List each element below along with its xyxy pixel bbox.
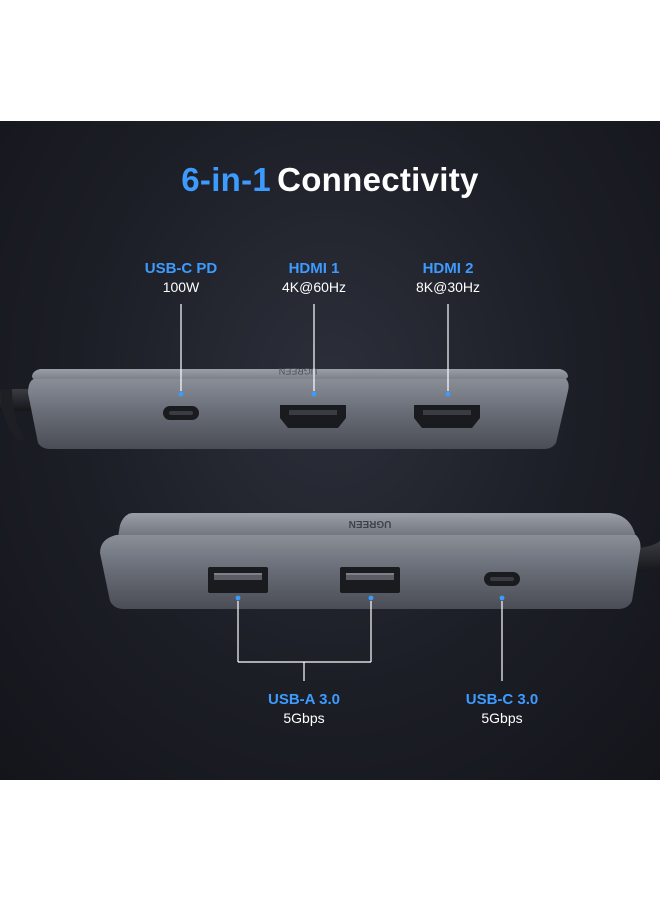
top-hub-brand: UGREEN — [279, 366, 318, 376]
hdmi-1-label: HDMI 1 4K@60Hz — [244, 260, 384, 296]
usb-a-name: USB-A 3.0 — [268, 691, 340, 708]
usb-c-3-spec: 5Gbps — [481, 710, 523, 726]
usb-a-spec: 5Gbps — [283, 710, 325, 726]
bottom-hub-brand: UGREEN — [349, 518, 392, 529]
title-main: Connectivity — [277, 161, 479, 198]
hdmi-2-label: HDMI 2 8K@30Hz — [378, 260, 518, 296]
usb-a-label: USB-A 3.0 5Gbps — [234, 691, 374, 727]
usb-c-3-port — [484, 572, 520, 586]
usb-c-pd-port — [163, 406, 199, 420]
bottom-hub-top-face — [118, 513, 636, 537]
hdmi-1-spec: 4K@60Hz — [281, 279, 347, 295]
top-leader-lines — [178, 304, 451, 397]
usb-c-pd-name: USB-C PD — [144, 260, 218, 277]
usb-c-pd-label: USB-C PD 100W — [111, 260, 251, 296]
hdmi-2-port — [414, 405, 480, 428]
top-hub-cable-end — [0, 389, 26, 441]
usb-c-3-name: USB-C 3.0 — [465, 691, 539, 708]
hub-illustration: UGREEN — [0, 304, 660, 681]
bottom-leader-lines — [235, 595, 505, 681]
hdmi-1-name: HDMI 1 — [288, 260, 340, 277]
usb-a-port-1 — [208, 567, 268, 593]
bottom-hub: UGREEN — [100, 513, 660, 609]
usb-a-port-2 — [340, 567, 400, 593]
usb-c-pd-spec: 100W — [162, 279, 200, 295]
top-hub: UGREEN — [0, 366, 569, 449]
hdmi-2-name: HDMI 2 — [422, 260, 474, 277]
usb-c-3-label: USB-C 3.0 5Gbps — [432, 691, 572, 727]
hdmi-2-spec: 8K@30Hz — [415, 279, 481, 295]
title-accent: 6-in-1 — [181, 161, 272, 198]
hdmi-1-port — [280, 405, 346, 428]
